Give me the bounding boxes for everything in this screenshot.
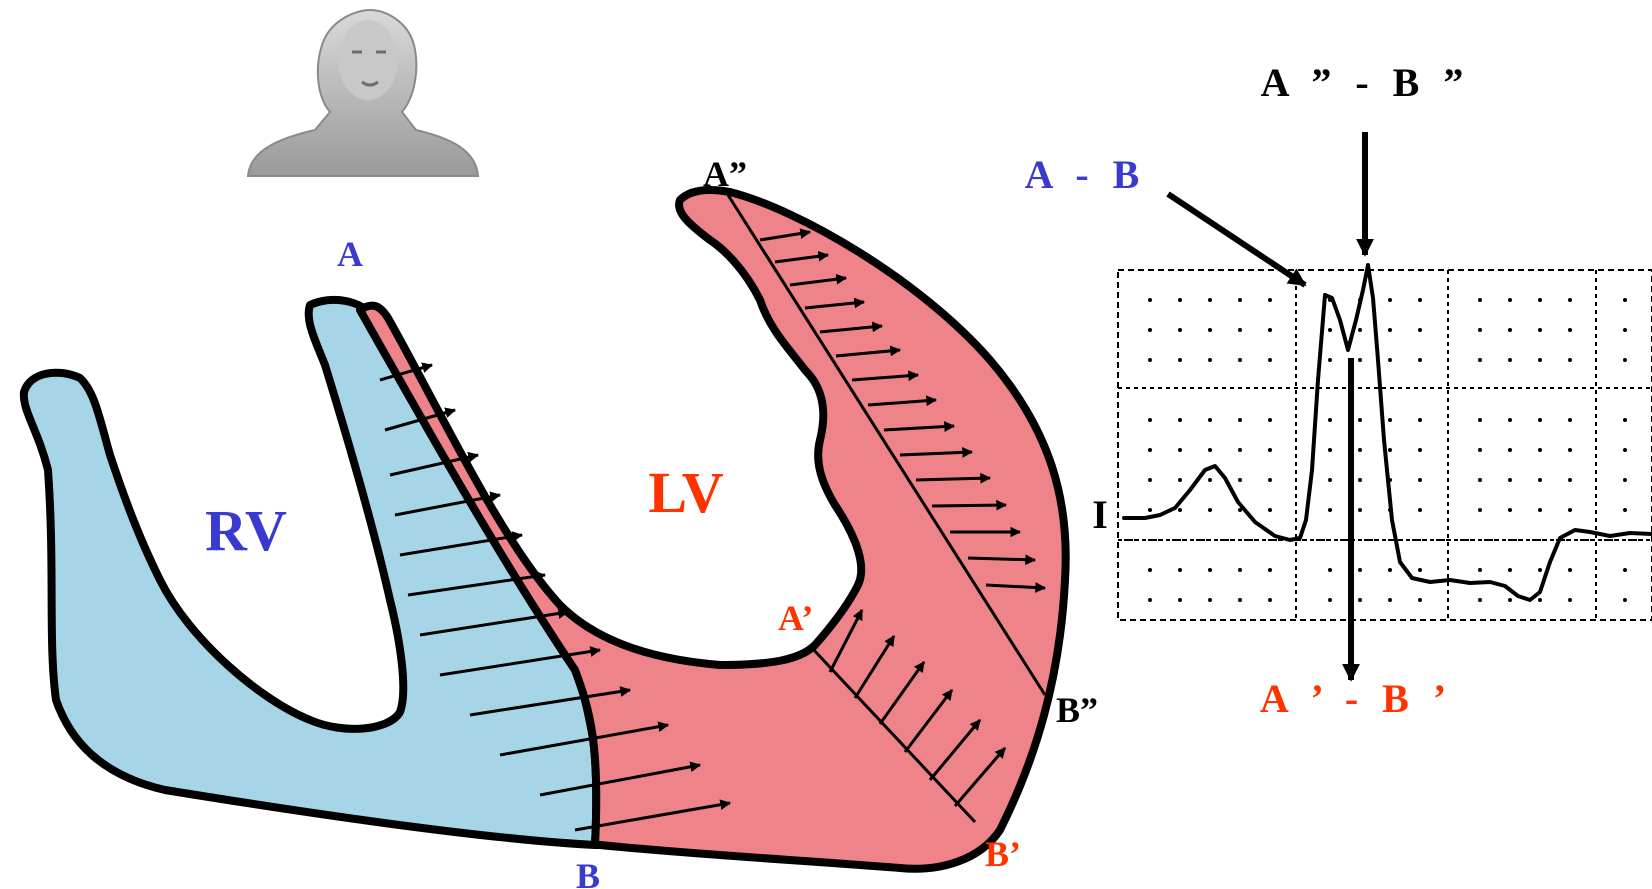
arrow-a-b	[1166, 191, 1307, 288]
septal-vectors	[379, 362, 732, 832]
human-torso-icon	[246, 8, 480, 177]
point-a-prime-label: A’	[778, 598, 813, 638]
ecg-grid-panel	[1117, 269, 1652, 621]
point-a-label: A	[337, 234, 363, 274]
left-ventricle	[356, 186, 1070, 873]
ecg-bottom-label: A ’ - B ’	[1260, 676, 1446, 721]
point-b-double-label: B”	[1056, 690, 1098, 730]
rv-label: RV	[205, 498, 287, 563]
lv-label: LV	[648, 460, 723, 525]
point-b-prime-label: B’	[985, 834, 1021, 874]
ecg-ab-label: A - B	[1025, 152, 1140, 197]
point-b-label: B	[576, 856, 600, 889]
lateral-wall-vectors	[726, 194, 1047, 824]
ecg-lead-label: I	[1092, 492, 1108, 537]
ecg-top-label: A ” - B ”	[1261, 60, 1464, 105]
point-a-double-label: A”	[703, 154, 747, 194]
ecg-trace	[1122, 263, 1652, 602]
ecg-arrows	[1166, 132, 1374, 682]
